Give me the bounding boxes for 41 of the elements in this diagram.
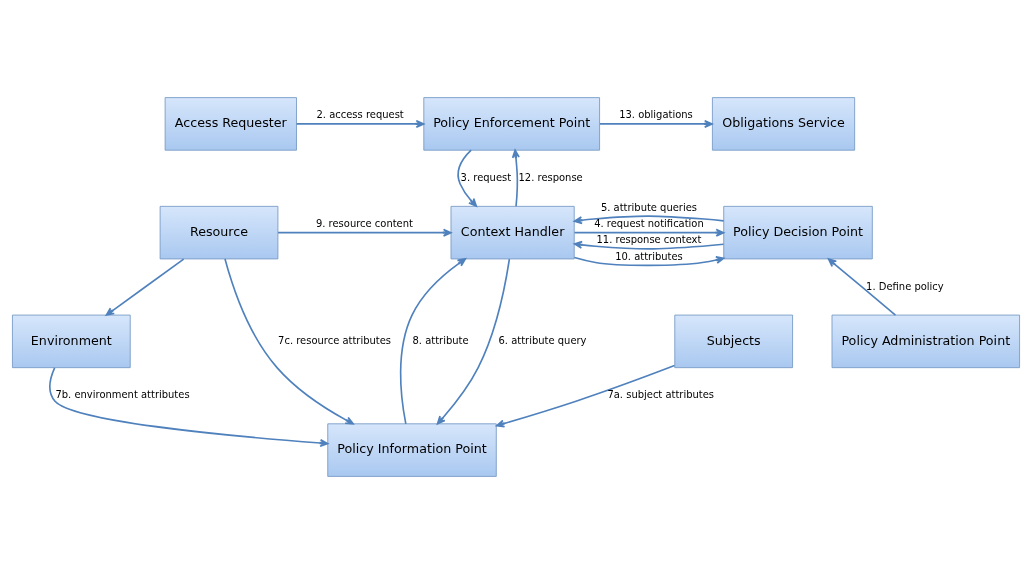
edge-label: 4. request notification — [594, 217, 704, 229]
arrow — [457, 148, 478, 207]
node-box: Environment — [11, 314, 131, 368]
node-box: Resource — [159, 205, 279, 259]
edge-label: 9. resource content — [315, 217, 413, 229]
node-box: Policy Decision Point — [723, 205, 873, 259]
node-box: Policy Administration Point — [831, 314, 1021, 368]
arrow — [827, 257, 897, 316]
arrow — [573, 228, 725, 237]
arrow — [49, 366, 329, 447]
node-box: Context Handler — [450, 205, 575, 259]
arrow — [599, 119, 713, 128]
edge-label: 5. attribute queries — [600, 201, 698, 213]
arrow — [436, 257, 511, 424]
edge-label: 7c. resource attributes — [278, 334, 392, 346]
edge-label: 13. obligations — [619, 108, 693, 120]
arrow — [495, 364, 676, 428]
edge-label: 10. attributes — [615, 250, 683, 262]
arrow — [573, 214, 725, 224]
node-box: Policy Enforcement Point — [423, 96, 601, 151]
arrow — [573, 240, 725, 250]
arrow — [511, 148, 520, 207]
node-box: Subjects — [674, 314, 794, 368]
edge-label: 8. attribute — [412, 334, 469, 346]
arrow — [573, 255, 725, 266]
edge-label: 1. Define policy — [866, 280, 944, 292]
edge-label: 3. request — [460, 171, 512, 183]
node-box: Policy Information Point — [327, 422, 497, 477]
edge-label: 6. attribute query — [498, 334, 587, 346]
node-box: Access Requester — [164, 96, 297, 151]
edge-label: 12. response — [518, 171, 583, 183]
arrow — [277, 228, 452, 237]
arrow — [399, 257, 467, 425]
edge-label: 2. access request — [316, 108, 404, 120]
edge-label: 11. response context — [596, 233, 702, 245]
arrow — [295, 119, 425, 128]
edge-label: 7a. subject attributes — [607, 388, 715, 400]
arrow — [105, 257, 185, 316]
arrow — [224, 257, 354, 425]
node-box: Obligations Service — [711, 96, 856, 151]
edge-label: 7b. environment attributes — [55, 388, 190, 400]
